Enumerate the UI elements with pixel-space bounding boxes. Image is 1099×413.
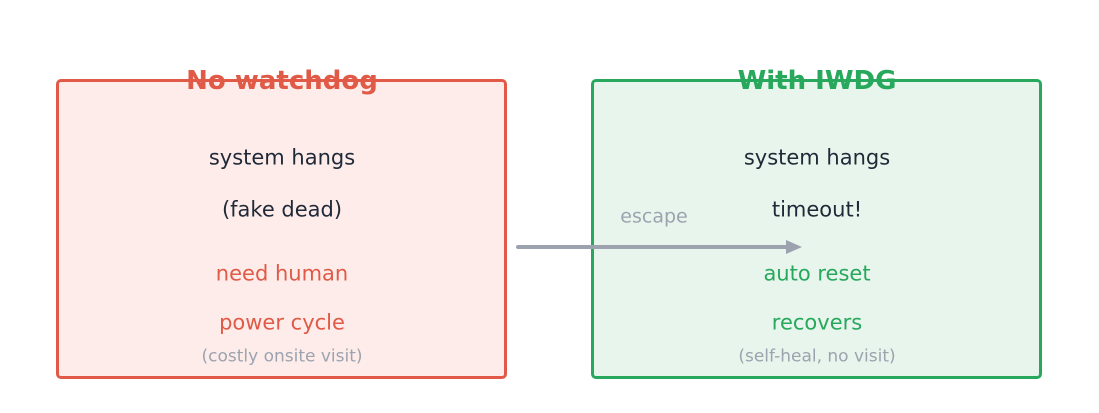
with-iwdg-panel: [591, 79, 1042, 379]
need-human-label: need human: [215, 261, 349, 286]
costly-visit-note: (costly onsite visit): [201, 346, 363, 367]
recovers-label: recovers: [771, 310, 863, 335]
no-watchdog-title: No watchdog: [186, 66, 378, 96]
power-cycle-label: power cycle: [219, 310, 345, 335]
with-iwdg-title: With IWDG: [737, 66, 897, 96]
fake-dead-label: (fake dead): [221, 197, 343, 222]
right-system-hangs-label: system hangs: [743, 145, 891, 170]
auto-reset-label: auto reset: [763, 261, 871, 286]
no-watchdog-panel: [56, 79, 507, 379]
self-heal-note: (self-heal, no visit): [738, 346, 896, 367]
left-system-hangs-label: system hangs: [208, 145, 356, 170]
escape-arrow-label: escape: [620, 205, 688, 228]
timeout-label: timeout!: [771, 197, 863, 222]
